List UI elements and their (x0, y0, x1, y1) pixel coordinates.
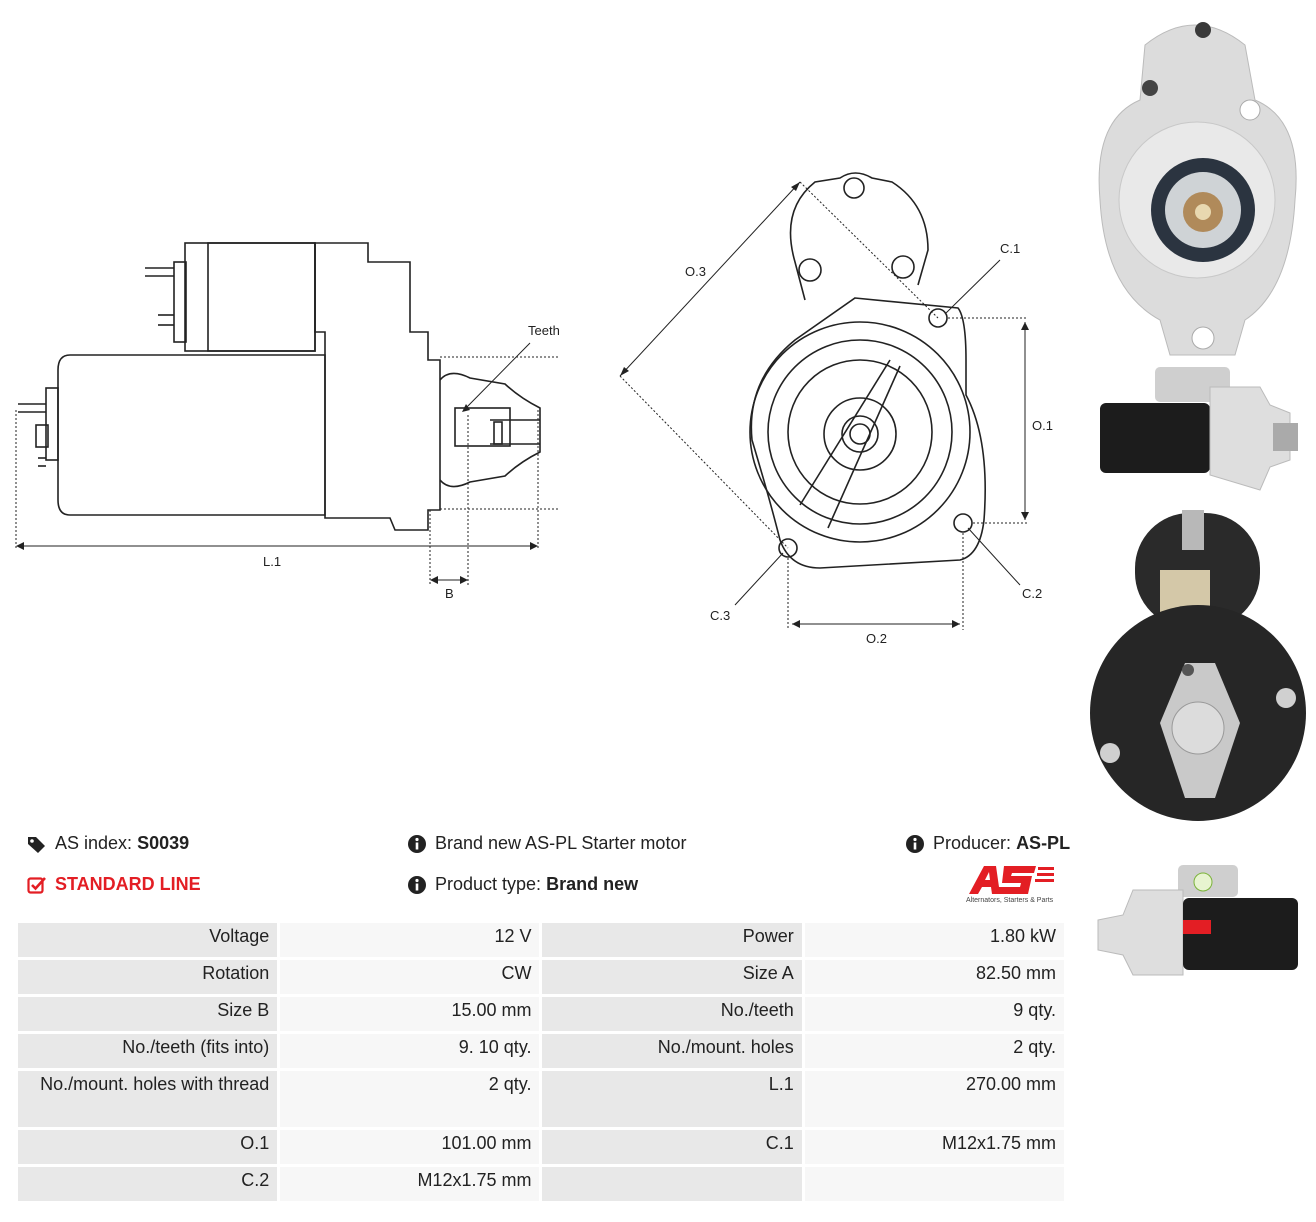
tags-icon (28, 836, 45, 853)
spec-value: 270.00 mm (801, 1068, 1068, 1130)
spec-label: Size A (539, 957, 805, 997)
spec-value: 1.80 kW (801, 920, 1068, 960)
spec-label: C.1 (539, 1127, 805, 1167)
as-index-label: AS index: (55, 833, 133, 853)
description-text: Brand new AS-PL Starter motor (435, 833, 687, 853)
product-photo-side (1100, 367, 1298, 491)
dim-c2-label: C.2 (1022, 586, 1042, 601)
side-view-drawing: Teeth A L.1 B (15, 242, 560, 601)
standard-line-label: STANDARD LINE (55, 874, 201, 894)
checkbox-checked-icon (27, 876, 46, 894)
spec-label: No./teeth (fits into) (14, 1031, 281, 1071)
info-icon (408, 875, 426, 894)
as-index-line: AS index: S0039 (27, 833, 189, 854)
dim-c1-label: C.1 (1000, 241, 1020, 256)
product-photo-rear (1090, 510, 1306, 821)
spec-value (801, 1164, 1068, 1204)
spec-label: L.1 (539, 1068, 805, 1130)
dim-l1-label: L.1 (263, 554, 281, 569)
spec-value: 15.00 mm (277, 994, 543, 1034)
teeth-label: Teeth (528, 323, 560, 338)
spec-row: No./teeth (fits into)9. 10 qty.No./mount… (14, 1031, 1068, 1071)
dim-c3-label: C.3 (710, 608, 730, 623)
dim-o3-label: O.3 (685, 264, 706, 279)
dim-o2-label: O.2 (866, 631, 887, 646)
spec-value: M12x1.75 mm (277, 1164, 543, 1204)
producer-label: Producer: (933, 833, 1012, 853)
product-type-label: Product type: (435, 874, 542, 894)
spec-label: Voltage (14, 920, 281, 960)
spec-label: O.1 (14, 1127, 281, 1167)
spec-label: No./mount. holes (539, 1031, 805, 1071)
spec-value: 2 qty. (801, 1031, 1068, 1071)
spec-label: C.2 (14, 1164, 281, 1204)
product-type-line: Product type: Brand new (407, 874, 638, 895)
spec-value: 9. 10 qty. (277, 1031, 543, 1071)
product-type-value: Brand new (546, 874, 639, 894)
product-photo-front (1098, 22, 1297, 356)
description-line: Brand new AS-PL Starter motor (407, 833, 686, 854)
spec-value: 12 V (277, 920, 543, 960)
dim-o1-label: O.1 (1032, 418, 1053, 433)
producer-line: Producer: AS-PL (905, 833, 1070, 854)
logo-tagline: Alternators, Starters & Parts (966, 897, 1054, 904)
as-index-value: S0039 (137, 833, 190, 853)
spec-value: M12x1.75 mm (801, 1127, 1068, 1167)
as-pl-logo: Alternators, Starters & Parts (966, 864, 1066, 908)
info-icon (408, 834, 426, 853)
dim-b-label: B (445, 586, 454, 601)
spec-value: 101.00 mm (277, 1127, 543, 1167)
spec-value: 82.50 mm (801, 957, 1068, 997)
spec-label: Power (539, 920, 805, 960)
spec-label: Size B (14, 994, 281, 1034)
producer-value: AS-PL (1016, 833, 1071, 853)
spec-label: No./teeth (539, 994, 805, 1034)
spec-value: 9 qty. (801, 994, 1068, 1034)
spec-value: CW (277, 957, 543, 997)
info-icon (906, 834, 924, 853)
spec-label: Rotation (14, 957, 281, 997)
spec-value: 2 qty. (277, 1068, 543, 1130)
as-logo-mark (969, 866, 1054, 894)
standard-line-badge: STANDARD LINE (27, 874, 201, 895)
spec-label: No./mount. holes with thread (14, 1068, 281, 1130)
product-photo-side-2 (1097, 865, 1298, 976)
spec-label (539, 1164, 805, 1204)
